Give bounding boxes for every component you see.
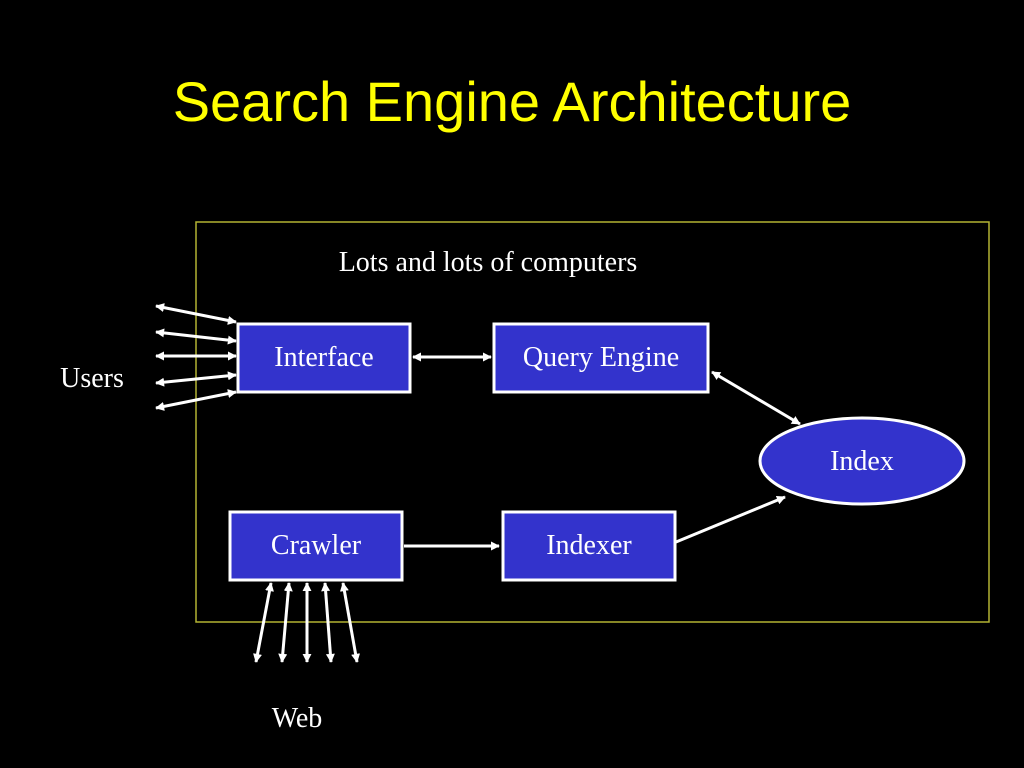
indexer-label: Indexer [546, 530, 632, 561]
web-arrow [321, 582, 335, 663]
query-engine-label: Query Engine [522, 342, 680, 373]
indexer-index-arrow [675, 495, 786, 544]
web-arrow [253, 582, 274, 663]
web-label: Web [271, 703, 323, 734]
crawler-label: Crawler [270, 530, 362, 561]
users-label: Users [60, 363, 124, 394]
web-arrow [339, 582, 361, 663]
interface-box[interactable] [236, 322, 412, 394]
index-ellipse[interactable] [758, 416, 966, 506]
query-engine-index-arrow [711, 370, 801, 426]
crawler-box[interactable] [228, 510, 404, 582]
user-arrow [155, 389, 237, 411]
query-engine-box[interactable] [492, 322, 710, 394]
slide-title: Search Engine Architecture [172, 70, 852, 133]
indexer-box[interactable] [501, 510, 677, 582]
user-arrow [155, 303, 237, 325]
user-arrow [155, 328, 237, 345]
web-arrow [278, 582, 293, 663]
user-arrow [155, 371, 237, 387]
cluster-label: Lots and lots of computers [338, 247, 638, 278]
computer-cluster-boundary [195, 221, 990, 623]
interface-label: Interface [274, 342, 374, 373]
index-label: Index [830, 446, 894, 477]
